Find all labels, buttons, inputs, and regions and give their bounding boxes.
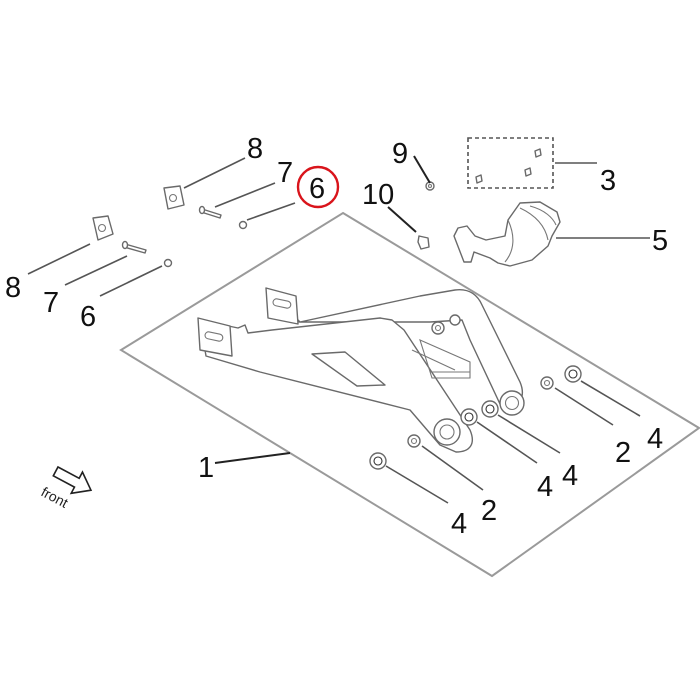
callout-1: 1: [198, 452, 214, 484]
front-arrow-icon: [52, 465, 93, 495]
callout-6a: 6: [309, 173, 325, 205]
nut-6a: [238, 220, 248, 230]
callout-9: 9: [392, 138, 408, 170]
chain-guard-5: [453, 201, 561, 267]
swingarm-part: [197, 287, 525, 453]
highlight-circle: [296, 165, 340, 209]
leader-lines: [27, 155, 650, 504]
adjuster-block-8a: [163, 185, 185, 210]
callout-10: 10: [362, 179, 394, 211]
callout-4c: 4: [562, 460, 578, 492]
callout-4a: 4: [451, 508, 467, 540]
front-label: front: [39, 484, 71, 511]
bearing-4d: [564, 365, 582, 383]
clip-10: [417, 235, 430, 250]
assembly-frame: [119, 211, 700, 578]
callout-4d: 4: [647, 423, 663, 455]
washer-2a: [407, 434, 421, 448]
bearing-4b: [460, 408, 478, 426]
bolt-7a: [198, 205, 222, 219]
bolt-7b: [121, 240, 147, 254]
callout-2b: 2: [615, 437, 631, 469]
callout-5: 5: [652, 225, 668, 257]
callout-7b: 7: [43, 287, 59, 319]
adjuster-block-8b: [92, 215, 114, 241]
nut-6b: [163, 258, 173, 268]
callout-8b: 8: [5, 272, 21, 304]
callout-2a: 2: [481, 495, 497, 527]
bearing-4a: [369, 452, 387, 470]
callout-7a: 7: [277, 157, 293, 189]
bearing-4c: [481, 400, 499, 418]
washer-2b: [540, 376, 554, 390]
washer-9: [425, 181, 435, 191]
hardware-kit-3: [467, 137, 554, 189]
callout-8a: 8: [247, 133, 263, 165]
callout-3: 3: [600, 165, 616, 197]
callout-4b: 4: [537, 471, 553, 503]
callout-6b: 6: [80, 301, 96, 333]
